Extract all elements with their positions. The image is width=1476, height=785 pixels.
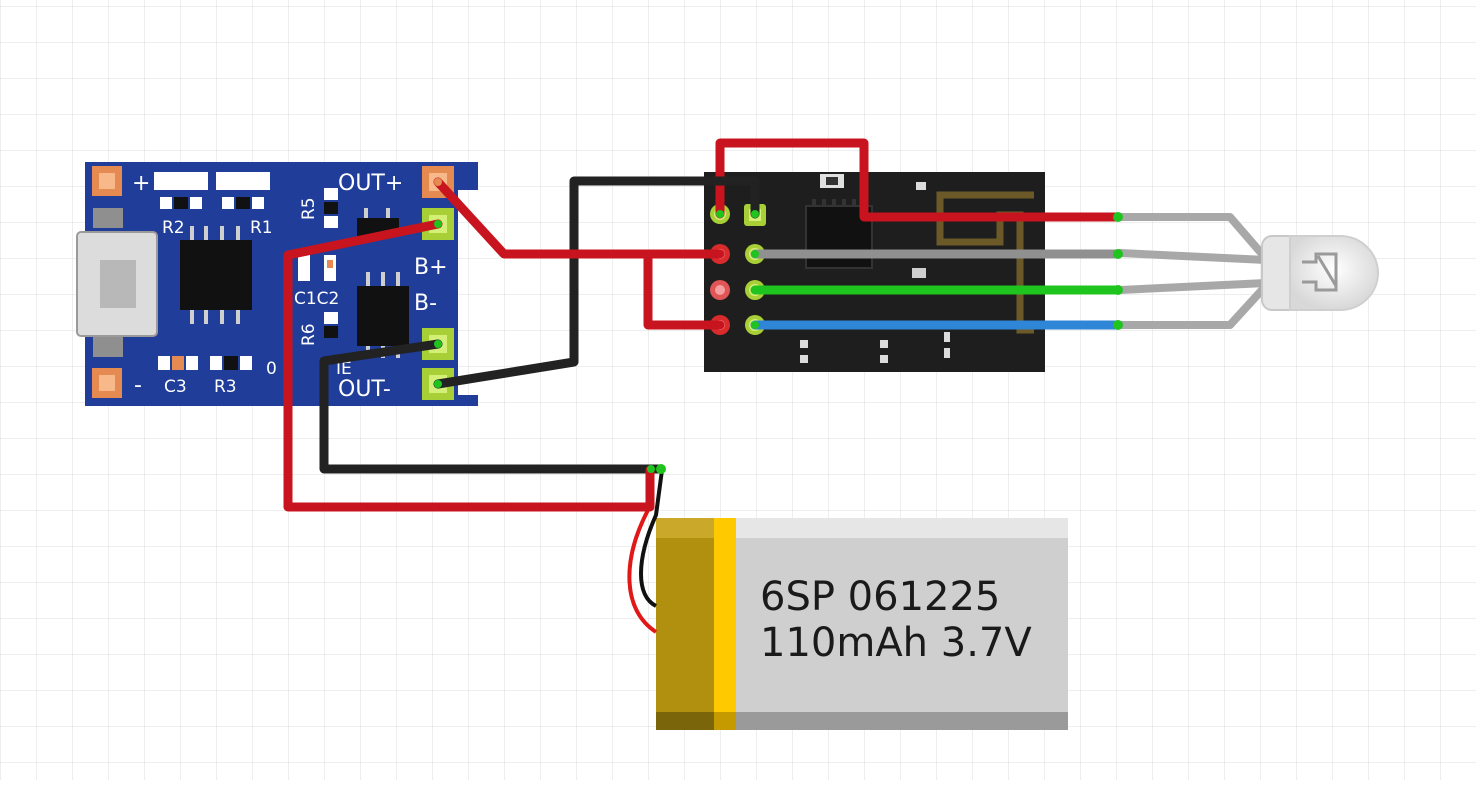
tp4056-charger-module[interactable]: + - OUT+ OUT- B+ B- R2 R1 C3 R3 C1C2 0 I…	[76, 162, 478, 406]
label-out-plus: OUT+	[338, 171, 403, 196]
label-plus: +	[132, 171, 150, 196]
wire-endpoints	[434, 178, 1123, 474]
label-b-plus: B+	[414, 255, 448, 280]
battery-label-line1: 6SP 061225	[760, 574, 1000, 620]
battery-lead-red	[627, 469, 658, 634]
label-zero: 0	[266, 359, 277, 379]
label-r5: R5	[299, 197, 319, 220]
wire-black-battery[interactable]	[319, 339, 665, 474]
led-leg-1	[1116, 213, 1266, 258]
led-dome	[1289, 235, 1379, 311]
usb-tab-bottom	[93, 337, 123, 357]
label-r2: R2	[162, 218, 185, 238]
wire-red-esp-jumper[interactable]	[643, 249, 725, 330]
battery-gold-band	[656, 518, 716, 730]
label-r1: R1	[250, 218, 273, 238]
label-r6: R6	[299, 323, 319, 346]
pcb-antenna	[936, 191, 1034, 334]
lipo-battery[interactable]: 6SP 061225 110mAh 3.7V	[627, 469, 1068, 730]
label-c3: C3	[164, 377, 187, 397]
led-leg-4	[1116, 286, 1266, 329]
label-r3: R3	[214, 377, 237, 397]
rgb-led[interactable]	[1116, 213, 1379, 329]
label-out-minus: OUT-	[338, 377, 391, 402]
label-ie: IE	[336, 359, 352, 379]
led-die	[1302, 252, 1338, 292]
battery-label-line2: 110mAh 3.7V	[760, 620, 1032, 666]
micro-usb-socket	[100, 260, 136, 308]
label-c1c2: C1C2	[294, 289, 339, 309]
wire-red-battery[interactable]	[283, 219, 655, 512]
wire-red-led[interactable]	[715, 138, 1123, 222]
battery-body	[656, 518, 1068, 730]
charger-ic	[180, 240, 252, 310]
battery-yellow-band	[714, 518, 736, 730]
wire-black-out-minus[interactable]	[433, 176, 760, 389]
label-b-minus: B-	[414, 291, 437, 316]
usb-tab-top	[93, 208, 123, 228]
wires	[283, 138, 1123, 512]
battery-lead-black	[639, 469, 664, 608]
esp01-module[interactable]	[704, 172, 1045, 372]
label-minus: -	[134, 373, 142, 398]
protection-ic	[357, 286, 409, 346]
led-leg-2	[1116, 249, 1270, 264]
led-leg-3	[1116, 279, 1270, 294]
